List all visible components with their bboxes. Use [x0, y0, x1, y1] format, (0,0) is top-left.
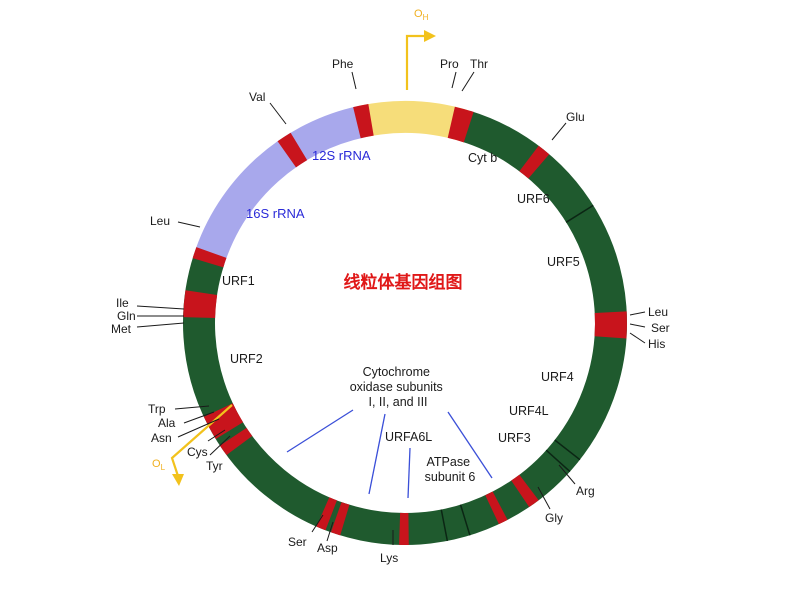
gene-label-cyt-b: Cyt b	[468, 151, 497, 165]
trna-label-leu: Leu	[150, 214, 170, 228]
trna-band-tyr	[219, 427, 253, 456]
trna-label-asp: Asp	[317, 541, 338, 555]
gene-boundary-1	[554, 439, 581, 461]
light-origin-arrowhead	[172, 474, 184, 486]
trna-band-pro-thr	[447, 106, 474, 143]
trna-label-his: His	[648, 337, 665, 351]
trna-label-val: Val	[249, 90, 265, 104]
trna-band-val	[277, 132, 308, 168]
heavy-strand-origin: OH	[405, 8, 436, 90]
gene-label-urfa6l: URFA6L	[385, 430, 432, 444]
trna-band-glu	[519, 145, 550, 179]
light-origin-arrow	[170, 404, 233, 477]
trna-label-ile: Ile	[116, 296, 129, 310]
rrna-label-16s: 16S rRNA	[246, 206, 305, 221]
trna-label-ser-2: Ser	[288, 535, 307, 549]
gene-label-urf1: URF1	[222, 274, 255, 288]
trna-label-thr: Thr	[470, 57, 488, 71]
trna-label-ala: Ala	[158, 416, 176, 430]
trna-band-ile-gln-met	[183, 290, 218, 319]
trna-band-arg	[511, 474, 539, 508]
gene-boundary-4	[440, 509, 449, 542]
rrna-segment	[193, 105, 366, 265]
atpase-pointer	[407, 447, 411, 499]
trna-label-lys: Lys	[380, 551, 398, 565]
trna-label-cys: Cys	[187, 445, 208, 459]
gene-boundaries	[440, 204, 594, 542]
trna-label-ser: Ser	[651, 321, 670, 335]
trna-label-phe: Phe	[332, 57, 354, 71]
trna-labels: Phe Pro Thr Glu Val Leu Ile Gln Met Leu …	[111, 57, 670, 565]
diagram-title: 线粒体基因组图	[344, 272, 463, 293]
gene-boundary-2	[545, 449, 571, 473]
light-origin-label: OL	[152, 458, 166, 472]
trna-band-ser	[316, 497, 338, 531]
gene-label-urf6: URF6	[517, 192, 550, 206]
trna-label-gln: Gln	[117, 309, 136, 323]
light-strand-origin: OL	[152, 404, 233, 486]
trna-band-trp-ala-asn-cys	[203, 403, 244, 440]
trna-label-gly: Gly	[545, 511, 563, 525]
gene-label-urf2: URF2	[230, 352, 263, 366]
heavy-origin-label: OH	[414, 8, 429, 22]
cox-pointer-1	[286, 409, 354, 453]
cox-pointer-2	[368, 413, 386, 495]
trna-bands	[183, 104, 627, 546]
trna-label-arg: Arg	[576, 484, 595, 498]
gene-label-urf3: URF3	[498, 431, 531, 445]
trna-label-glu: Glu	[566, 110, 585, 124]
gene-label-urf4: URF4	[541, 370, 574, 384]
trna-label-trp: Trp	[148, 402, 166, 416]
gene-boundary-3	[459, 504, 471, 536]
gene-label-urf5: URF5	[547, 255, 580, 269]
trna-label-leu-2: Leu	[648, 305, 668, 319]
trna-band-leu	[192, 247, 227, 268]
atpase-subunit-label: ATPase subunit 6	[425, 455, 476, 484]
cox-pointer-3	[447, 411, 493, 479]
trna-label-asn: Asn	[151, 431, 172, 445]
trna-label-pro: Pro	[440, 57, 459, 71]
heavy-origin-arrow	[405, 34, 426, 90]
trna-leader-lines	[136, 71, 646, 545]
control-region-segment	[358, 101, 470, 142]
cox-subunits-label: Cytochrome oxidase subunits I, II, and I…	[350, 365, 447, 409]
gene-boundary-0	[565, 204, 594, 223]
trna-band-phe	[353, 104, 374, 139]
trna-label-met: Met	[111, 322, 132, 336]
subunit-pointer-lines	[286, 409, 493, 499]
trna-label-tyr: Tyr	[206, 459, 223, 473]
rrna-label-12s: 12S rRNA	[312, 148, 371, 163]
genome-ring	[183, 101, 627, 546]
trna-band-gly	[485, 491, 508, 525]
trna-band-asp	[330, 502, 350, 536]
heavy-origin-arrowhead	[424, 30, 436, 42]
gene-label-urf4l: URF4L	[509, 404, 549, 418]
